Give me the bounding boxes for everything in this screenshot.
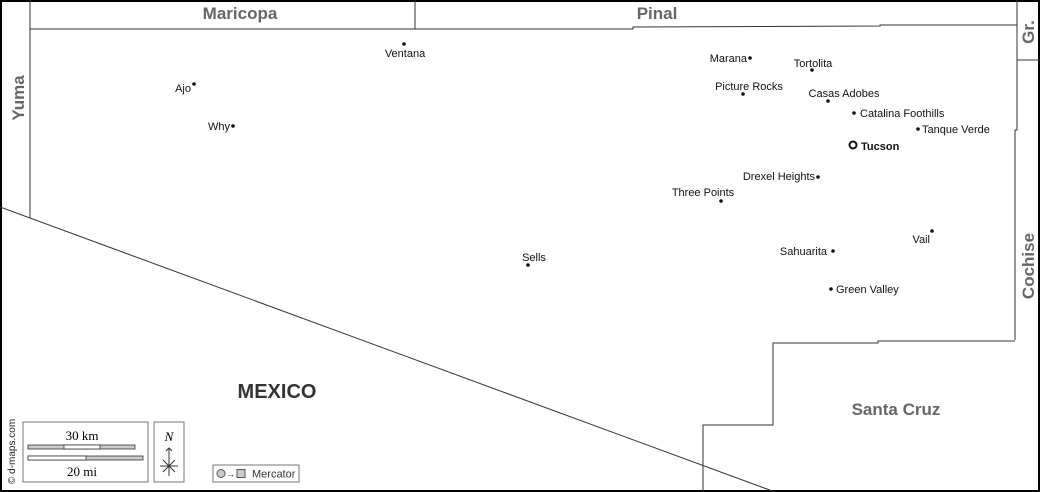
city-marker xyxy=(719,199,723,203)
city-label: Tanque Verde xyxy=(922,124,990,136)
city-label: Tortolita xyxy=(794,58,833,70)
region-yuma: Yuma xyxy=(9,75,28,121)
city-label: Ajo xyxy=(175,83,191,95)
city-label: Green Valley xyxy=(836,284,899,296)
city-label: Ventana xyxy=(385,48,426,60)
city-label: Sahuarita xyxy=(780,246,828,258)
region-maricopa: Maricopa xyxy=(203,4,278,23)
city-label: Vail xyxy=(912,234,930,246)
city-label: Drexel Heights xyxy=(743,171,816,183)
city-marker xyxy=(748,56,752,60)
city-label: Picture Rocks xyxy=(715,81,783,93)
city-marker xyxy=(741,92,745,96)
city-marker xyxy=(810,68,814,72)
projection-box: → Mercator xyxy=(212,464,300,483)
arrow-icon: → xyxy=(226,469,235,479)
scale-mi-label: 20 mi xyxy=(67,464,97,479)
city-marker xyxy=(916,127,920,131)
city-label: Tucson xyxy=(861,141,900,153)
city-marker xyxy=(192,82,196,86)
city-label: Why xyxy=(208,121,231,133)
city-marker xyxy=(831,249,835,253)
scale-km-label: 30 km xyxy=(66,428,99,443)
square-icon xyxy=(236,469,246,478)
city-marker xyxy=(852,111,856,115)
city-marker xyxy=(231,124,235,128)
city-label: Casas Adobes xyxy=(809,88,880,100)
credit: © d-maps.com xyxy=(7,419,18,484)
city-marker xyxy=(816,175,820,179)
country-mexico: MEXICO xyxy=(238,381,317,403)
region-pinal: Pinal xyxy=(637,4,678,23)
city-marker xyxy=(848,140,858,150)
city-label: Marana xyxy=(710,53,748,65)
city-marker xyxy=(526,263,530,267)
circle-icon xyxy=(216,469,226,478)
region-cochise: Cochise xyxy=(1019,233,1038,299)
city-marker xyxy=(829,287,833,291)
compass-icon xyxy=(160,447,178,476)
north-arrow: N xyxy=(153,421,185,483)
region-santa-cruz: Santa Cruz xyxy=(852,400,941,419)
city-marker xyxy=(826,99,830,103)
city-marker xyxy=(402,42,406,46)
region-graham: Gr. xyxy=(1019,20,1038,44)
city-label: Catalina Foothills xyxy=(860,108,945,120)
city-label: Sells xyxy=(522,252,546,264)
projection-label: Mercator xyxy=(252,469,296,481)
city-marker xyxy=(930,229,934,233)
scale-bar: 30 km 20 mi xyxy=(22,421,149,483)
city-label: Three Points xyxy=(672,187,735,199)
north-label: N xyxy=(164,429,175,444)
